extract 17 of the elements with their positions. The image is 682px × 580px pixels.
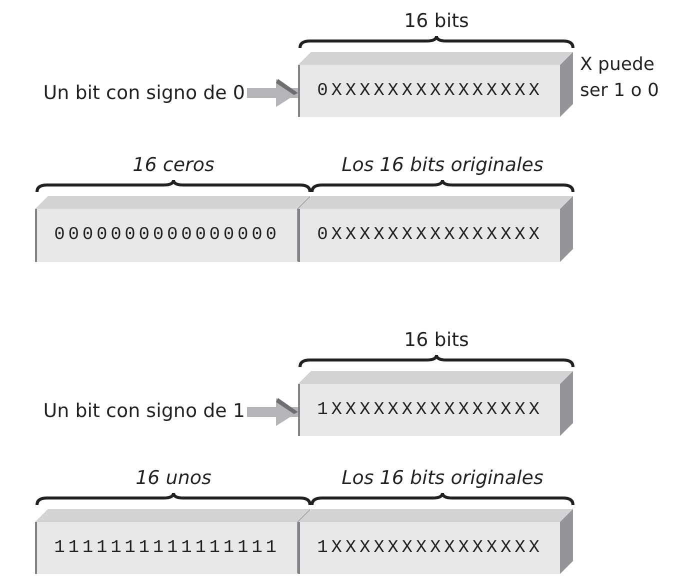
brace-label: Los 16 bits originales xyxy=(340,153,544,178)
bit-register: 0XXXXXXXXXXXXXXX xyxy=(298,209,560,262)
brace-label: 16 bits xyxy=(403,9,470,34)
bit-register: 0XXXXXXXXXXXXXXX xyxy=(298,65,560,117)
brace-label: 16 unos xyxy=(134,466,212,491)
bit-register: 1111111111111111 xyxy=(35,522,297,574)
brace-label: 16 ceros xyxy=(132,153,216,178)
bit-register: 1XXXXXXXXXXXXXXX xyxy=(298,522,560,574)
sign-bit-label: Un bit con signo de 0 xyxy=(0,78,245,108)
brace-label: 16 bits xyxy=(403,328,470,353)
sign-bit-label: Un bit con signo de 1 xyxy=(0,396,245,426)
bit-register: 0000000000000000 xyxy=(35,209,297,262)
bit-register: 1XXXXXXXXXXXXXXX xyxy=(298,384,560,436)
block-arrow xyxy=(247,398,298,426)
brace-label: Los 16 bits originales xyxy=(340,466,544,491)
block-arrow xyxy=(247,79,298,107)
note-text: X puede ser 1 o 0 xyxy=(580,53,660,103)
